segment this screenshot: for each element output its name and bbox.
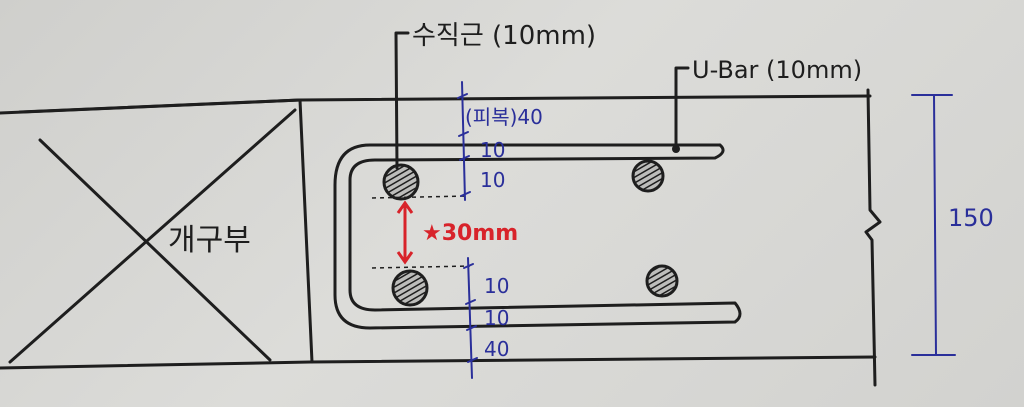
clear-spacing-label: ★30mm: [422, 221, 518, 246]
dim-cover-bottom: 40: [484, 337, 509, 361]
u-bar: [333, 143, 742, 330]
dim-bottom-2: 10: [484, 306, 509, 330]
rebars: [382, 159, 679, 307]
rebar-top-right: [631, 159, 665, 193]
vertical-rebar-leader: [394, 31, 410, 170]
clear-spacing-arrow: [396, 200, 414, 265]
u-bar-label: U-Bar (10mm): [692, 56, 862, 84]
dim-top-2: 10: [480, 168, 505, 192]
dim-total-height: 150: [948, 204, 994, 232]
vertical-rebar-label: 수직근 (10mm): [412, 21, 596, 51]
rebar-top-left: [382, 163, 420, 201]
opening-cross: [8, 98, 302, 364]
opening-label: 개구부: [168, 223, 251, 258]
dimension-chain: [457, 81, 956, 379]
rebar-bottom-left: [391, 269, 429, 307]
dim-bottom-1: 10: [484, 274, 509, 298]
u-bar-leader: [674, 66, 690, 150]
dim-cover-top: (피복)40: [465, 105, 543, 129]
dim-top-1: 10: [480, 138, 505, 162]
rebar-bottom-right: [645, 264, 679, 298]
